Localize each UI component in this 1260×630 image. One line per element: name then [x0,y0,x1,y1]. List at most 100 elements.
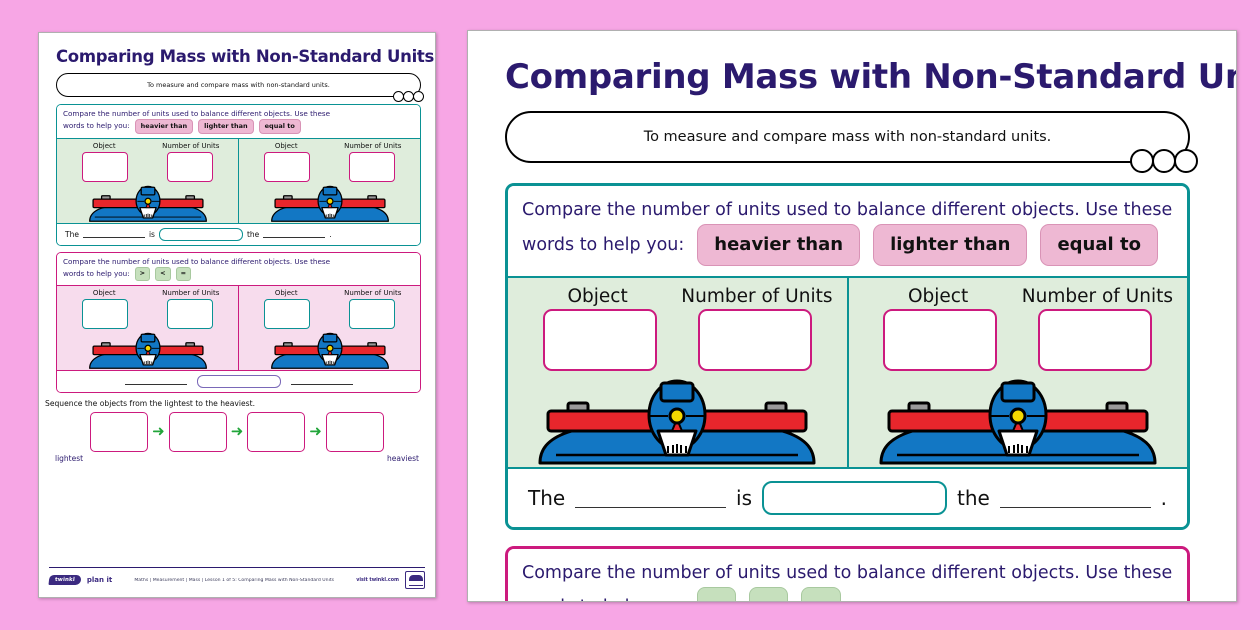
answer-box-object[interactable] [264,151,311,182]
task-2-prompt-line2: words to help you: [63,268,130,278]
sentence-blank-2[interactable] [999,488,1151,509]
symbol-pill-greater-than[interactable]: > [697,587,737,601]
task-1-prompt-line1: Compare the number of units used to bala… [522,200,1173,220]
sequence-box[interactable] [168,411,227,452]
answer-box-object[interactable] [264,298,311,329]
task-1-prompt-line2: words to help you: [522,234,685,255]
column-header-units: Number of Units [681,286,833,308]
answer-box-object[interactable] [542,309,657,372]
balance-scale-icon [879,379,1157,465]
scale-cell-1a[interactable]: Object Number of Units [508,278,847,468]
balance-scale-icon [88,332,207,369]
column-header-object: Object [907,286,969,308]
task-1-scales-row: Object Number of Units [57,137,420,223]
sentence-blank-2[interactable] [263,230,326,239]
scale-cell-2a[interactable]: Object Number of Units [57,285,238,370]
task-1-prompt: Compare the number of units used to bala… [508,186,1187,277]
sequence-row: ➜ ➜ ➜ [39,411,435,452]
scale-cell-1b[interactable]: Object Number of Units [238,138,420,223]
scale-cell-2b[interactable]: Object Number of Units [238,285,420,370]
scale-cell-1b[interactable]: Object Number of Units [846,278,1187,468]
column-header-units: Number of Units [344,141,402,150]
column-header-object: Object [274,288,298,297]
symbol-pill-equals[interactable]: = [175,267,192,281]
task-1-prompt: Compare the number of units used to bala… [57,105,420,138]
symbol-pill-less-than[interactable]: < [749,587,789,601]
sequence-label-lightest: lightest [55,453,84,463]
learning-objective-bar: To measure and compare mass with non-sta… [56,73,424,102]
answer-box-units[interactable] [1038,309,1153,372]
task-block-1[interactable]: Compare the number of units used to bala… [505,183,1190,531]
learning-objective-text: To measure and compare mass with non-sta… [147,81,330,89]
footer-visit-link[interactable]: visit twinkl.com [356,577,399,583]
word-pill-lighter-than[interactable]: lighter than [198,119,254,134]
sentence-word-slot[interactable] [158,227,243,241]
task-1-sentence[interactable]: The is the . [57,222,420,245]
task-1-scales-row: Object Number of Units [508,276,1187,468]
word-pill-heavier-than[interactable]: heavier than [134,119,194,134]
symbol-pill-less-than[interactable]: < [155,267,171,281]
arrow-right-icon: ➜ [152,422,165,441]
sentence-lead: The [528,486,566,511]
learning-objective-text: To measure and compare mass with non-sta… [643,129,1052,145]
column-header-units: Number of Units [344,288,402,297]
task-2-prompt-line1: Compare the number of units used to bala… [522,563,1173,584]
task-block-2[interactable]: Compare the number of units used to bala… [505,546,1190,601]
word-pill-equal-to[interactable]: equal to [258,119,301,134]
sentence-blank-1[interactable] [82,230,145,239]
sequence-label-heaviest: heaviest [387,453,419,463]
answer-box-units[interactable] [166,298,213,329]
column-header-object: Object [92,141,116,150]
column-header-units: Number of Units [1021,286,1173,308]
column-header-object: Object [567,286,628,308]
sequence-box[interactable] [90,411,149,452]
balance-scale-icon [88,185,207,222]
answer-box-units[interactable] [348,151,395,182]
twinkl-logo[interactable]: twinkl [48,575,82,585]
scale-cell-1a[interactable]: Object Number of Units [57,138,238,223]
task-2-prompt-line2: words to help you: [522,594,684,601]
sentence-blank-1[interactable] [124,377,187,386]
balance-scale-icon [270,185,389,222]
answer-box-units[interactable] [348,298,395,329]
worksheet-main-preview[interactable]: Comparing Mass with Non-Standard Units T… [467,30,1237,602]
task-2-prompt-line1: Compare the number of units used to bala… [63,256,331,266]
symbol-pill-greater-than[interactable]: > [134,267,151,281]
sentence-blank-1[interactable] [575,488,727,509]
sentence-end: . [1160,486,1167,511]
planit-brand: plan it [86,576,113,584]
footer: twinkl plan it Maths | Measurement | Mas… [48,567,425,589]
task-block-1[interactable]: Compare the number of units used to bala… [56,104,421,246]
three-circles-icon [1130,149,1198,173]
sequence-box[interactable] [325,411,384,452]
sequence-labels: lightest heaviest [39,452,435,463]
three-circles-icon [393,91,424,102]
answer-box-units[interactable] [166,151,213,182]
column-header-units: Number of Units [162,141,220,150]
sentence-word-slot[interactable] [196,374,281,388]
sequence-box[interactable] [247,411,306,452]
sentence-blank-2[interactable] [290,377,353,386]
answer-box-units[interactable] [697,309,812,372]
task-2-prompt: Compare the number of units used to bala… [508,549,1187,601]
sentence-end: . [329,229,332,239]
task-2-sentence[interactable] [57,369,420,392]
sentence-tail: the [246,229,260,239]
sentence-word-slot[interactable] [762,481,947,516]
task-1-sentence[interactable]: The is the . [508,467,1187,528]
worksheet-thumbnail[interactable]: Comparing Mass with Non-Standard Units T… [38,32,436,598]
sentence-mid: is [736,486,752,511]
word-pill-heavier-than[interactable]: heavier than [697,224,861,267]
word-pill-lighter-than[interactable]: lighter than [873,224,1028,267]
answer-box-object[interactable] [82,298,129,329]
symbol-pill-equals[interactable]: = [801,587,841,601]
page-title: Comparing Mass with Non-Standard Units [56,47,435,66]
sentence-lead: The [65,229,79,239]
task-2-scales-row: Object Number of Units [57,284,420,370]
task-1-prompt-line2: words to help you: [63,121,130,131]
word-pill-equal-to[interactable]: equal to [1040,224,1158,267]
task-block-2[interactable]: Compare the number of units used to bala… [56,251,421,393]
sentence-mid: is [148,229,155,239]
answer-box-object[interactable] [883,309,998,372]
answer-box-object[interactable] [82,151,129,182]
